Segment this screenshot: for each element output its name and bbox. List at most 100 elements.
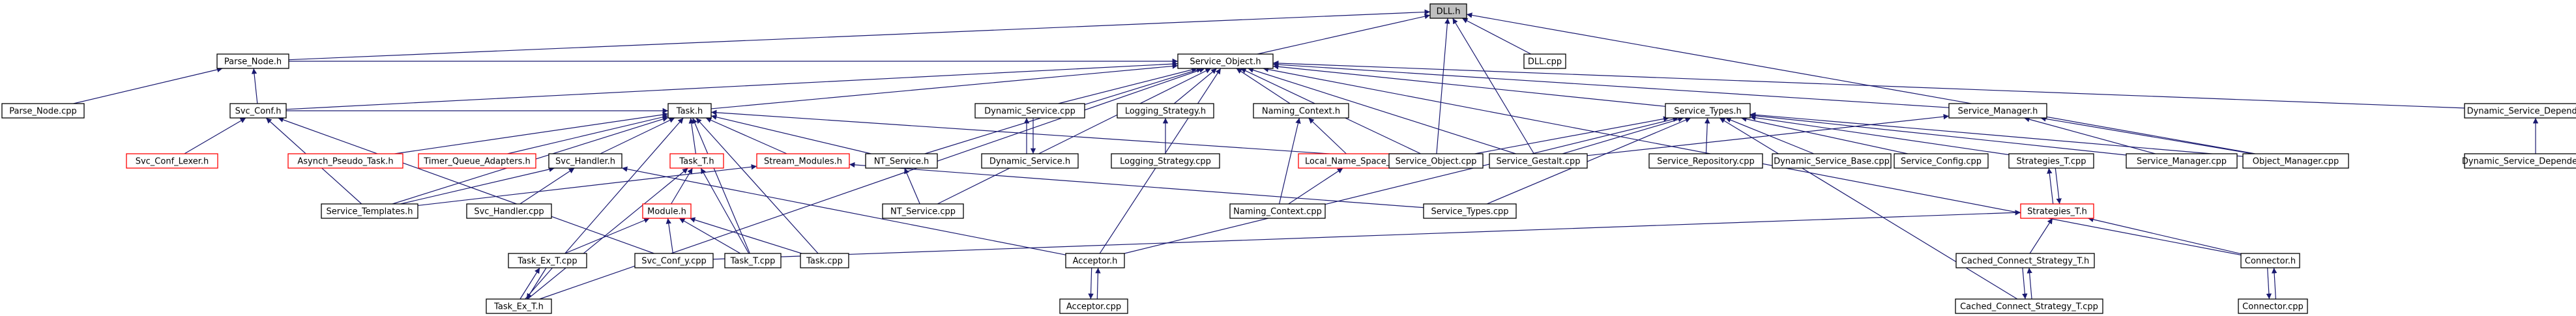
node-strategies-t-cpp[interactable]: Strategies_T.cpp [2008,153,2094,169]
edge-connector-h-to-connector-cpp [2271,267,2277,300]
node-dynamic-service-dependency-h[interactable]: Dynamic_Service_Dependency.h [2464,103,2576,119]
node-box [1894,153,1989,169]
node-svc-conf-lexer-h[interactable]: Svc_Conf_Lexer.h [126,153,218,169]
edge-svc-handler-h-to-svc-handler-cpp [520,167,575,205]
node-acceptor-cpp[interactable]: Acceptor.cpp [1059,298,1128,314]
node-strategies-t-h[interactable]: Strategies_T.h [2020,203,2094,219]
node-box [2242,153,2349,169]
node-nt-service-cpp[interactable]: NT_Service.cpp [882,203,964,219]
node-cached-connect-strategy-t-cpp[interactable]: Cached_Connect_Strategy_T.cpp [1955,298,2103,314]
node-service-manager-h[interactable]: Service_Manager.h [1948,103,2047,119]
node-box [321,203,418,219]
node-box [724,253,782,268]
node-service-repository-cpp[interactable]: Service_Repository.cpp [1648,153,1763,169]
edge-acceptor-cpp-to-acceptor-h [1088,267,1094,300]
node-logging-strategy-cpp[interactable]: Logging_Strategy.cpp [1111,153,1220,169]
edge-task-h-to-service-object-cpp [710,109,1390,158]
node-label: Svc_Conf.h [235,107,282,117]
edge-dll-h-to-service-object-cpp [1436,18,1450,154]
edge-dll-h-to-dll-cpp [1461,18,1532,55]
node-naming-context-cpp[interactable]: Naming_Context.cpp [1229,203,1326,219]
node-logging-strategy-h[interactable]: Logging_Strategy.h [1117,103,1214,119]
node-acceptor-h[interactable]: Acceptor.h [1065,253,1125,268]
node-task-cpp[interactable]: Task.cpp [800,253,849,268]
node-svc-handler-cpp[interactable]: Svc_Handler.cpp [466,203,552,219]
node-task-t-cpp[interactable]: Task_T.cpp [724,253,782,268]
edge-service-object-h-to-svc-conf-h [285,61,1178,110]
node-task-t-h[interactable]: Task_T.h [669,153,724,169]
node-label: Service_Manager.cpp [2137,157,2227,167]
node-dynamic-service-dependency-cpp[interactable]: Dynamic_Service_Dependency.cpp [2462,153,2576,169]
node-label: Acceptor.h [1073,257,1118,266]
node-task-ex-t-h[interactable]: Task_Ex_T.h [486,298,552,314]
node-box [466,203,552,219]
edge-task-h-to-timer-queue-adapters-h [507,114,669,154]
node-connector-h[interactable]: Connector.h [2240,253,2300,268]
node-box [1229,203,1326,219]
edge-task-t-h-to-task-t-cpp [700,167,750,254]
node-svc-handler-h[interactable]: Svc_Handler.h [548,153,622,169]
node-service-config-cpp[interactable]: Service_Config.cpp [1894,153,1989,169]
edge-service-object-h-to-dynamic-service-cpp [1058,66,1197,104]
node-service-types-h[interactable]: Service_Types.h [1665,103,1751,119]
edge-naming-context-h-to-naming-context-cpp [1278,117,1301,205]
node-label: Service_Types.cpp [1431,207,1509,217]
node-label: Local_Name_Space_T.h [1305,157,1403,167]
node-box [418,153,536,169]
edge-dll-h-to-parse-node-h [288,9,1431,61]
node-task-ex-t-cpp[interactable]: Task_Ex_T.cpp [508,253,587,268]
edge-service-types-h-to-object-manager-cpp [1749,112,2244,157]
node-label: DLL.h [1437,7,1461,17]
node-service-templates-h[interactable]: Service_Templates.h [321,203,418,219]
node-box [229,103,287,119]
node-naming-context-h[interactable]: Naming_Context.h [1253,103,1349,119]
node-box [1117,103,1214,119]
node-box [1948,103,2047,119]
node-svc-conf-y-cpp[interactable]: Svc_Conf_y.cpp [634,253,714,268]
node-box [1065,253,1125,268]
node-dll-h: DLL.h [1429,3,1467,19]
node-label: Task_Ex_T.cpp [517,257,577,266]
node-object-manager-cpp[interactable]: Object_Manager.cpp [2242,153,2349,169]
edge-service-object-h-to-logging-strategy-h [1173,68,1218,104]
node-task-h[interactable]: Task.h [667,103,712,119]
node-parse-node-cpp[interactable]: Parse_Node.cpp [1,103,85,119]
node-stream-modules-h[interactable]: Stream_Modules.h [756,153,850,169]
node-parse-node-h[interactable]: Parse_Node.h [216,53,289,69]
node-asynch-pseudo-task-h[interactable]: Asynch_Pseudo_Task.h [287,153,403,169]
node-box [865,153,938,169]
node-cached-connect-strategy-t-h[interactable]: Cached_Connect_Strategy_T.h [1955,253,2095,268]
node-nt-service-h[interactable]: NT_Service.h [865,153,938,169]
node-dynamic-service-cpp[interactable]: Dynamic_Service.cpp [974,103,1085,119]
edge-task-ex-t-h-to-task-ex-t-cpp [526,267,547,300]
node-svc-conf-h[interactable]: Svc_Conf.h [229,103,287,119]
node-module-h[interactable]: Module.h [642,203,692,219]
node-label: Service_Object.cpp [1396,157,1477,167]
node-dynamic-service-base-cpp[interactable]: Dynamic_Service_Base.cpp [1772,153,1892,169]
node-dll-cpp[interactable]: DLL.cpp [1523,53,1566,69]
node-timer-queue-adapters-h[interactable]: Timer_Queue_Adapters.h [418,153,536,169]
node-label: Service_Gestalt.cpp [1497,157,1581,167]
node-label: Service_Config.cpp [1901,157,1982,167]
node-service-types-cpp[interactable]: Service_Types.cpp [1423,203,1517,219]
edge-service-object-h-to-nt-service-cpp [937,68,1212,205]
node-service-object-h[interactable]: Service_Object.h [1177,53,1274,69]
edges-layer [73,9,2539,300]
edge-service-object-h-to-service-gestalt-cpp [1248,67,1516,154]
node-service-gestalt-cpp[interactable]: Service_Gestalt.cpp [1489,153,1588,169]
node-box [2464,103,2576,119]
node-local-name-space-t-h[interactable]: Local_Name_Space_T.h [1298,153,1410,169]
node-label: Parse_Node.cpp [9,107,77,117]
edge-task-h-to-task-t-cpp [692,117,750,254]
node-box [287,153,403,169]
node-label: NT_Service.cpp [890,207,956,217]
node-label: Parse_Node.h [224,57,282,67]
node-box [126,153,218,169]
node-service-object-cpp[interactable]: Service_Object.cpp [1388,153,1484,169]
node-service-manager-cpp[interactable]: Service_Manager.cpp [2126,153,2238,169]
node-label: Dynamic_Service.cpp [984,107,1076,117]
node-connector-cpp[interactable]: Connector.cpp [2238,298,2308,314]
node-label: Svc_Conf_Lexer.h [136,157,209,167]
node-dynamic-service-h[interactable]: Dynamic_Service.h [981,153,1079,169]
node-box [1665,103,1751,119]
